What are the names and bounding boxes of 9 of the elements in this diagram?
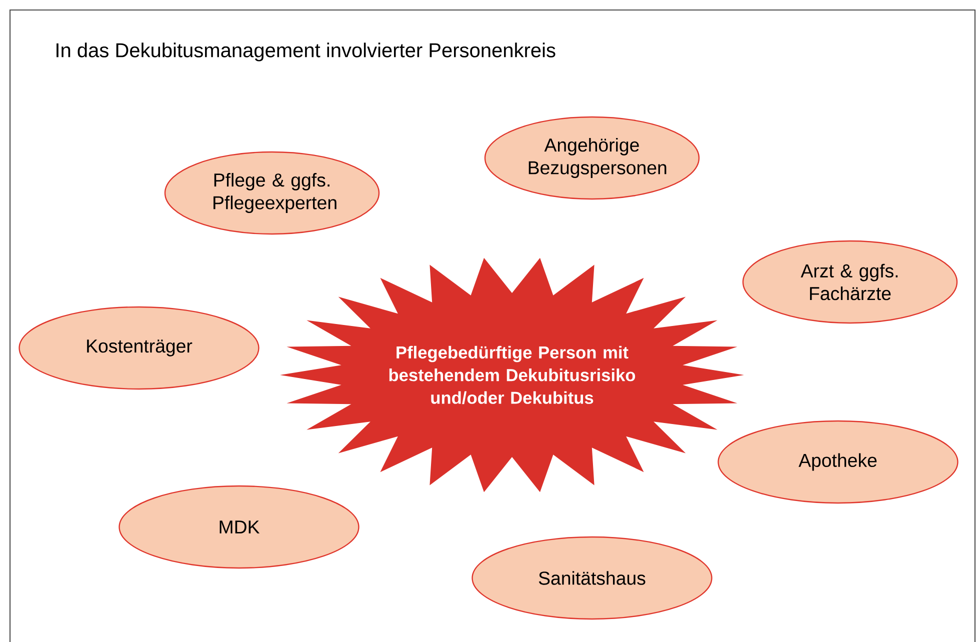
ellipse-node: Sanitätshaus [472, 536, 712, 620]
ellipse-node: Pflege & ggfs. Pflegeexperten [164, 151, 380, 235]
ellipse-node: Arzt & ggfs. Fachärzte [742, 240, 958, 324]
starburst: Pflegebedürftige Person mit bestehendem Dekubitusrisiko und/oder Dekubitus [280, 258, 744, 492]
title: In das Dekubitusmanagement involvierter Personenkreis [56, 42, 556, 62]
ellipse-node: Kostenträger [18, 306, 260, 390]
ellipse-node: MDK [118, 485, 360, 569]
ellipse-node: Angehörige Bezugspersonen [484, 116, 700, 200]
ellipse-node: Apotheke [718, 420, 958, 504]
